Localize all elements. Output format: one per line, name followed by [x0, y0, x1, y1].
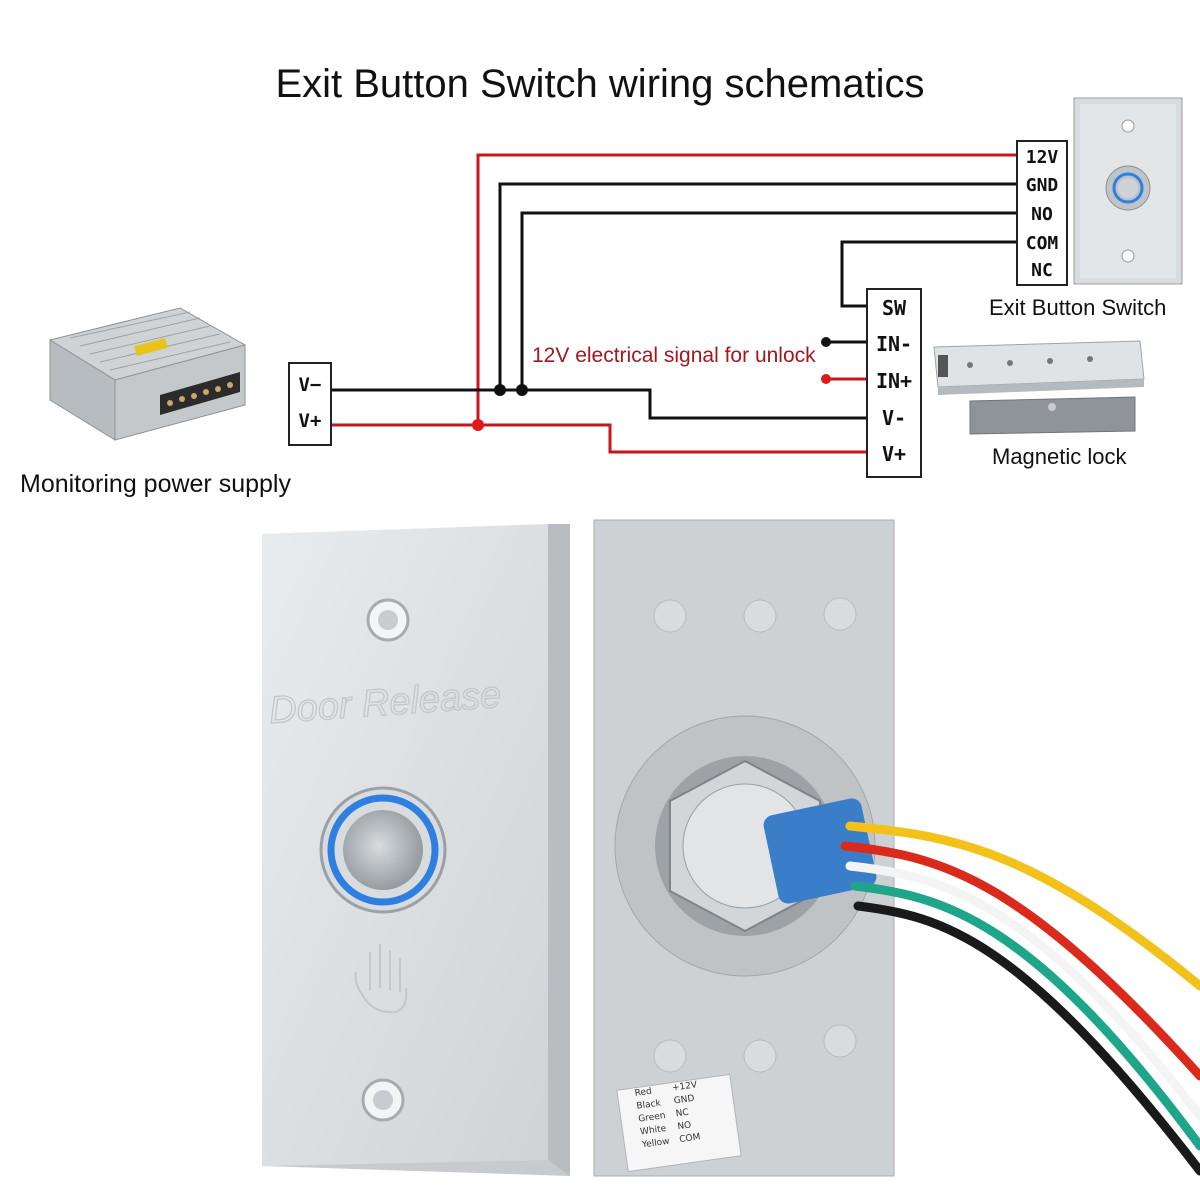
wire-v-minus	[330, 388, 866, 420]
back-label-text: Red Black Green White Yellow +12V GND NC…	[634, 1079, 705, 1152]
wire-com	[840, 240, 1018, 308]
power-supply-caption: Monitoring power supply	[20, 470, 291, 498]
junction-dot	[494, 384, 506, 396]
magnetic-lock-terminal-block: SW IN- IN+ V- V+	[866, 288, 922, 478]
terminal-in-minus: IN-	[875, 332, 913, 356]
terminal-12v: 12V	[1025, 147, 1059, 168]
exit-button-front-photo: Door Release	[262, 524, 570, 1176]
wire-gnd	[498, 182, 1018, 390]
diagram-title: Exit Button Switch wiring schematics	[275, 62, 925, 106]
wire-photo-yellow	[845, 821, 1200, 991]
terminal-lock-v-plus: V+	[881, 442, 907, 466]
exit-button-image	[1073, 97, 1183, 285]
terminal-com: COM	[1025, 233, 1059, 254]
wiring-lines	[330, 153, 1018, 454]
wire-photo-red	[840, 841, 1200, 1081]
magnetic-lock-caption: Magnetic lock	[992, 444, 1127, 469]
terminal-lock-v-minus: V-	[881, 406, 907, 430]
wire-photo-green	[850, 881, 1200, 1151]
terminal-no: NO	[1031, 204, 1053, 225]
exit-button-back-photo	[593, 519, 1200, 1177]
junction-dot	[821, 337, 831, 347]
junction-dot	[516, 384, 528, 396]
power-supply-terminal-block: V− V+	[288, 362, 332, 446]
power-supply-image	[48, 307, 247, 441]
terminal-v-minus: V−	[298, 374, 322, 396]
wire-photo-black	[853, 901, 1200, 1176]
unlock-signal-note: 12V electrical signal for unlock	[532, 344, 816, 367]
terminal-nc: NC	[1031, 260, 1053, 281]
wire-no	[520, 211, 1018, 390]
terminal-v-plus: V+	[298, 410, 322, 432]
exit-button-terminal-block: 12V GND NO COM NC	[1016, 140, 1068, 286]
wire-v-plus	[330, 423, 866, 454]
wire-12v	[476, 153, 1018, 425]
exit-button-caption: Exit Button Switch	[989, 295, 1167, 320]
junction-dot	[472, 419, 484, 431]
terminal-sw: SW	[881, 296, 907, 320]
terminal-in-plus: IN+	[875, 369, 913, 393]
terminal-gnd: GND	[1025, 175, 1059, 196]
magnetic-lock-image	[933, 340, 1145, 435]
wire-photo-white	[845, 861, 1200, 1121]
junction-dot	[821, 374, 831, 384]
